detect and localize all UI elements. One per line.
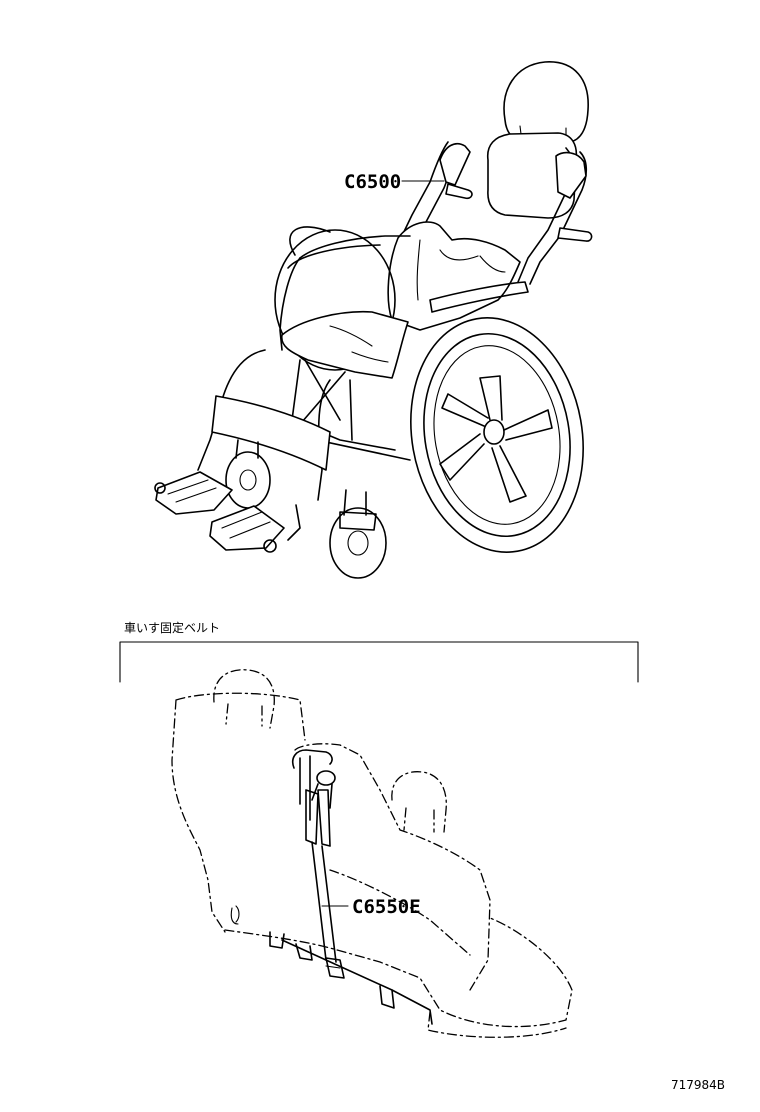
callout-c6500: C6500 <box>344 171 445 193</box>
section-caption: 車いす固定ベルト <box>124 620 220 635</box>
part-number-c6550e: C6550E <box>352 896 421 918</box>
figure-number: 717984B <box>671 1078 725 1092</box>
securing-belt-illustration <box>291 749 345 979</box>
wheelchair-illustration <box>154 61 593 579</box>
rear-seat-illustration <box>171 669 573 1038</box>
part-number-c6500: C6500 <box>344 171 401 193</box>
section-bracket <box>119 641 639 683</box>
callout-c6550e: C6550E <box>321 896 421 918</box>
